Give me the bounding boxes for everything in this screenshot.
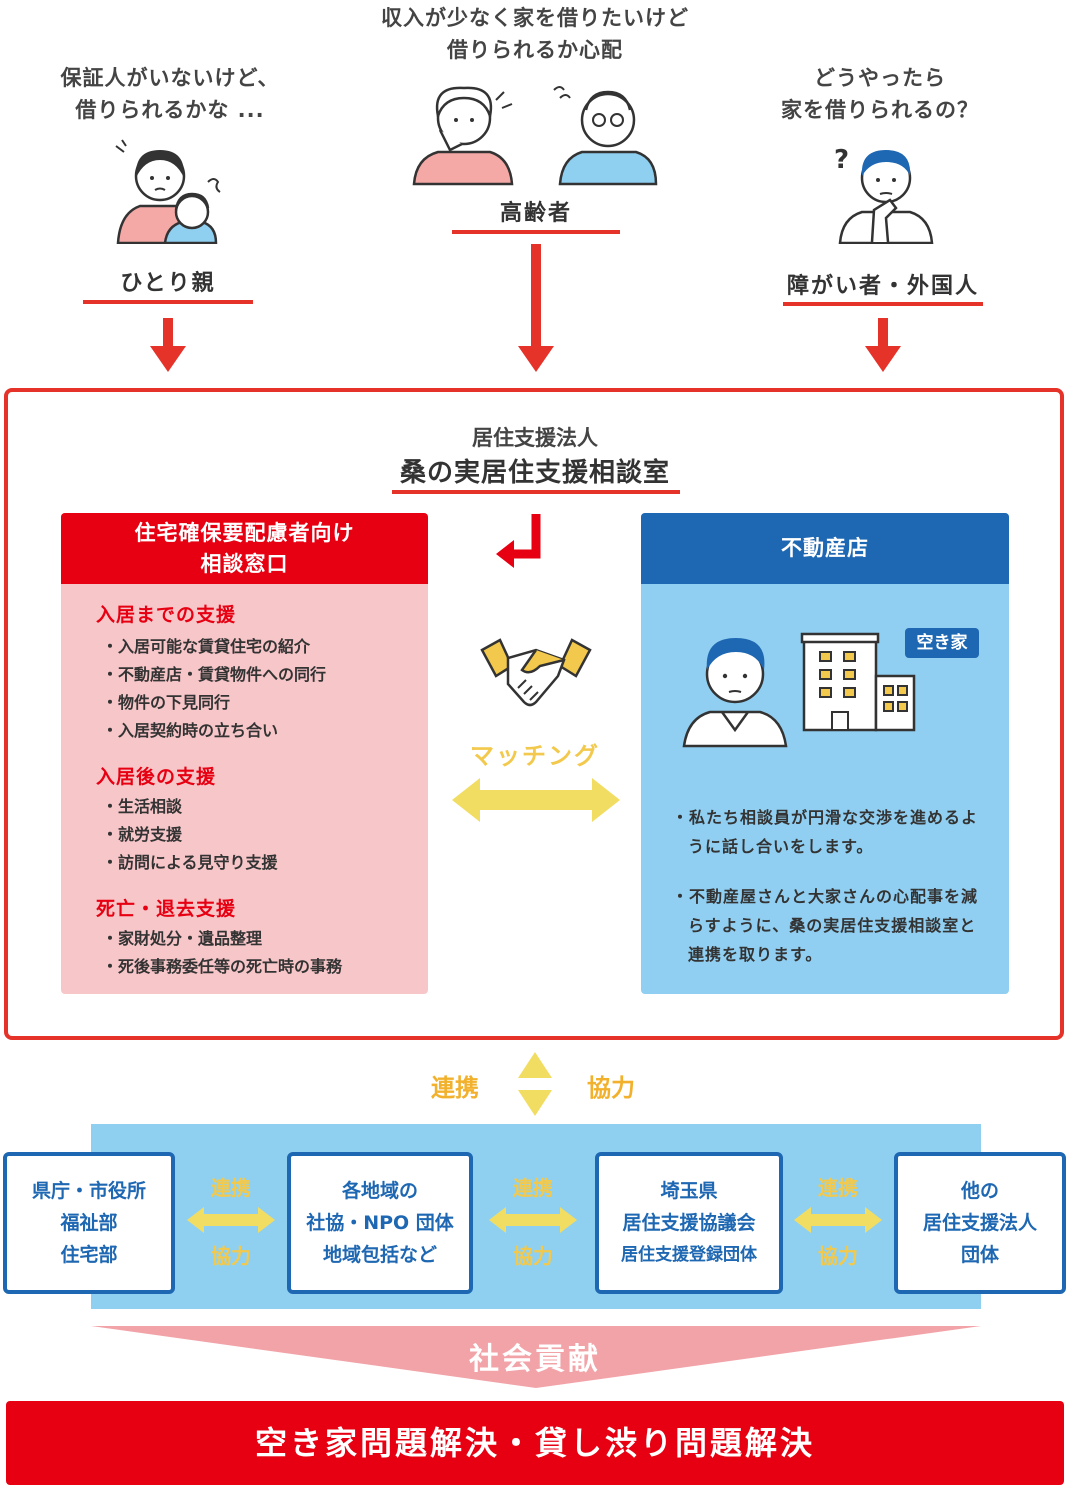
link-label-top: 連携 [818,1176,858,1200]
link-label-top: 連携 [513,1176,553,1200]
partner-line: 居住支援登録団体 [621,1245,757,1265]
partner-prefecture-city: 県庁・市役所 福祉部 住宅部 [3,1152,175,1294]
double-arrow-icon [489,1207,577,1233]
section-title: 死亡・退去支援 [96,898,237,920]
organization-subtitle: 居住支援法人 [472,426,598,450]
down-arrow-icon [518,244,554,372]
note-line: ・不動産屋さんと大家さんの心配事を減 [672,887,979,906]
partner-other-corporations: 他の 居住支援法人 団体 [894,1152,1066,1294]
down-arrow-icon [150,318,186,372]
persona-label-disabled-foreigner: 障がい者・外国人 [786,274,979,299]
double-arrow-icon [794,1207,882,1233]
list-item: ・入居契約時の立ち合い [102,721,279,740]
note-line: らすように、桑の実居住支援相談室と [688,916,977,935]
elderly-couple-icon [412,86,658,186]
support-section-before: 入居までの支援 ・入居可能な賃貸住宅の紹介 ・不動産店・賃貸物件への同行 ・物件… [96,600,416,745]
partner-line: 福祉部 [60,1212,118,1234]
consultation-panel [61,513,428,994]
down-arrow-icon [865,318,901,372]
link-label-bottom: 協力 [211,1244,251,1268]
section-title: 入居後の支援 [96,766,217,788]
agent-person-icon [682,638,788,748]
list-item: ・訪問による見守り支援 [102,853,278,872]
note-line: うに話し合いをします。 [688,837,874,856]
partner-line: 地域包括など [322,1244,437,1266]
list-item: ・死後事務委任等の死亡時の事務 [102,957,343,976]
header-line: 相談窓口 [200,552,289,576]
matching-label: マッチング [470,742,600,770]
header-line: 住宅確保要配慮者向け [134,521,355,545]
partner-line: 各地域の [341,1180,418,1202]
real-estate-note-1: ・私たち相談員が円滑な交渉を進めるよ うに話し合いをします。 [672,803,1008,861]
support-organization-frame [4,388,1064,1040]
partner-line: 居住支援法人 [922,1212,1037,1234]
persona-label-elderly: 高齢者 [499,201,572,226]
partner-line: 居住支援協議会 [622,1212,756,1234]
question-line: 借りられるかな ... [75,98,265,122]
consultation-panel-header: 住宅確保要配慮者向け 相談窓口 [61,513,428,584]
organization-name: 桑の実居住支援相談室 [399,458,670,488]
list-item: ・生活相談 [102,797,183,816]
real-estate-panel [641,513,1009,994]
up-down-arrow-icon [518,1052,552,1116]
link-label-top: 連携 [211,1176,251,1200]
question-line: 借りられるか心配 [447,38,623,62]
note-line: ・私たち相談員が円滑な交渉を進めるよ [672,808,979,827]
contribution-funnel [91,1326,981,1388]
partner-line: 社協・NPO 団体 [306,1212,454,1234]
contribution-label: 社会貢献 [469,1342,601,1377]
partner-line: 埼玉県 [660,1180,718,1202]
building-icon [800,632,916,732]
list-item: ・不動産店・賃貸物件への同行 [102,665,327,684]
question-line: 保証人がいないけど、 [60,66,280,90]
note-line: 連携を取ります。 [688,945,823,964]
partner-local-npo: 各地域の 社協・NPO 団体 地域包括など [287,1152,473,1294]
link-label-bottom: 協力 [818,1244,858,1268]
real-estate-note-2: ・不動産屋さんと大家さんの心配事を減 らすように、桑の実居住支援相談室と 連携を… [672,882,1008,969]
thinking-man-icon: ? [834,145,934,244]
list-item: ・入居可能な賃貸住宅の紹介 [102,637,311,656]
double-arrow-icon [187,1207,275,1233]
partner-saitama-council: 埼玉県 居住支援協議会 居住支援登録団体 [595,1152,783,1294]
organization-underline [392,490,680,494]
list-item: ・家財処分・遺品整理 [102,929,263,948]
partner-line: 他の [960,1180,999,1202]
question-line: 収入が少なく家を借りたいけど [381,6,689,30]
link-label-bottom: 協力 [513,1244,553,1268]
persona-label-single-parent: ひとり親 [120,271,216,296]
section-title: 入居までの支援 [96,604,237,626]
cooperation-right-label: 協力 [587,1074,635,1102]
vacant-house-tag: 空き家 [905,628,979,658]
support-section-after: 入居後の支援 ・生活相談 ・就労支援 ・訪問による見守り支援 [96,762,416,877]
goal-banner: 空き家問題解決・貸し渋り問題解決 [6,1401,1064,1485]
list-item: ・就労支援 [102,825,183,844]
label-underline [783,302,983,306]
svg-text:?: ? [834,145,849,175]
partner-line: 県庁・市役所 [31,1180,146,1202]
label-underline [452,230,620,234]
persona-question-elderly: 収入が少なく家を借りたいけど 借りられるか心配 [355,2,715,66]
question-line: どうやったら [814,66,946,90]
persona-question-single-parent: 保証人がいないけど、 借りられるかな ... [20,62,320,126]
support-section-death: 死亡・退去支援 ・家財処分・遺品整理 ・死後事務委任等の死亡時の事務 [96,894,416,981]
question-line: 家を借りられるの？ [781,98,979,122]
single-parent-icon [115,139,221,244]
double-arrow-icon [452,778,620,822]
real-estate-panel-header: 不動産店 [641,513,1009,584]
handshake-icon [480,638,592,707]
return-arrow-icon [496,514,541,568]
list-item: ・物件の下見同行 [102,693,231,712]
persona-question-disabled-foreigner: どうやったら 家を借りられるの？ [740,62,1020,126]
label-underline [83,300,253,304]
cooperation-left-label: 連携 [431,1074,479,1102]
partner-line: 住宅部 [60,1244,118,1266]
partner-line: 団体 [960,1244,999,1266]
